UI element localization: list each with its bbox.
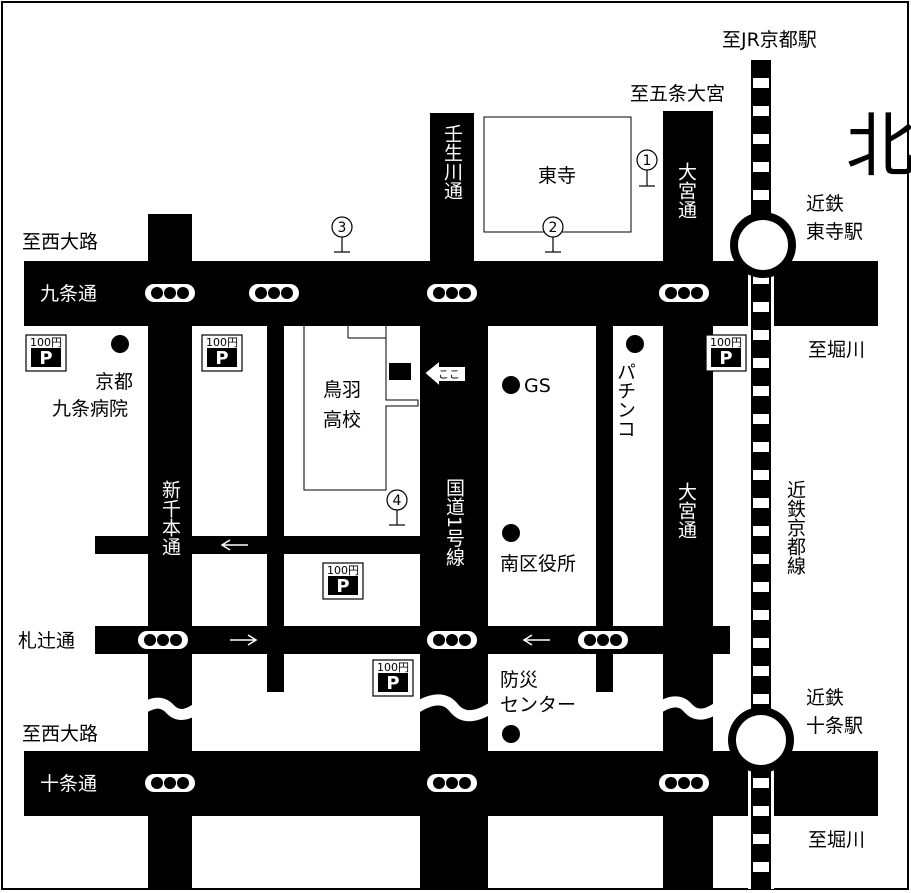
toba-high-label-1: 鳥羽 [323,379,361,401]
hospital-dot[interactable] [111,335,129,353]
svg-text:P: P [719,348,732,369]
bosai-center-dot[interactable] [502,725,520,743]
destination-marker[interactable] [389,363,411,380]
svg-text:P: P [386,673,399,694]
direction-nishioji-top: 至西大路 [22,231,98,253]
traffic-signal [424,628,480,652]
direction-gojo-omiya: 至五条大宮 [630,83,725,105]
traffic-signal [656,771,712,795]
station-jujo[interactable] [728,707,794,773]
gs-label: GS [524,375,551,397]
oneway-arrow-left-icon [220,539,248,551]
bosai-label-2: センター [500,694,576,716]
bus-stop-4[interactable]: 4 [386,489,408,526]
ward-office-dot[interactable] [502,524,520,542]
traffic-signal [656,281,712,305]
svg-text:100円: 100円 [710,336,742,349]
traffic-signal [246,281,302,305]
direction-horikawa-bottom: 至堀川 [808,829,865,851]
svg-text:P: P [336,576,349,597]
svg-text:100円: 100円 [377,661,409,674]
traffic-signal [575,628,631,652]
toba-high-school[interactable] [303,326,419,491]
side-road [95,536,420,554]
direction-horikawa-top: 至堀川 [808,339,865,361]
pachinko-label: パチンコ [614,362,636,438]
svg-text:100円: 100円 [30,336,62,349]
road-label-kujo: 九条通 [40,283,97,305]
oneway-arrow-down-icon [269,408,281,440]
parking-sign[interactable]: 100円 P [322,562,364,600]
traffic-signal [142,281,198,305]
break-mark-omiya [649,696,726,720]
traffic-signal [424,281,480,305]
road-label-mibugawa: 壬生川通 [441,124,463,200]
svg-text:P: P [215,348,228,369]
hospital-label-1: 京都 [95,371,133,393]
bus-stop-2[interactable]: 2 [542,216,564,253]
parking-sign[interactable]: 100円 P [201,334,243,372]
parking-sign[interactable]: 100円 P [705,334,747,372]
hospital-label-2: 九条病院 [52,398,128,420]
toji-label: 東寺 [538,165,576,187]
bus-stop-1[interactable]: 1 [636,149,658,187]
svg-text:100円: 100円 [327,564,359,577]
svg-text:100円: 100円 [206,336,238,349]
oneway-arrow-up-icon [679,442,691,470]
road-label-jujo: 十条通 [40,773,97,795]
traffic-signal [424,771,480,795]
svg-text:1: 1 [643,153,652,169]
bosai-label-1: 防災 [500,669,538,691]
road-label-kokudo1: 国道1号線 [443,478,465,566]
thin-road-east [596,326,613,692]
road-label-fudatsuji: 札辻通 [18,630,75,652]
bus-stop-3[interactable]: 3 [331,216,353,253]
break-mark-kokudo1 [406,694,504,722]
station2-label-2: 十条駅 [806,715,863,737]
here-label: ここ [438,368,460,381]
toba-high-label-2: 高校 [323,409,361,431]
oneway-arrow-down-icon [598,408,610,440]
north-symbol-icon: 北 [846,105,911,187]
ward-office-label: 南区役所 [500,553,576,575]
pachinko-dot[interactable] [626,335,644,353]
oneway-arrow-left-icon [522,634,550,646]
traffic-signal [135,628,191,652]
parking-sign[interactable]: 100円 P [25,334,67,372]
traffic-signal [142,771,198,795]
station-toji[interactable] [730,212,796,278]
road-label-omiya-top: 大宮通 [675,162,697,219]
here-arrow [422,357,467,390]
svg-text:2: 2 [549,220,558,236]
gs-dot[interactable] [502,376,520,394]
road-label-shinsenbon: 新千本通 [159,480,181,556]
station1-label-1: 近鉄 [806,193,844,215]
break-mark-shinsenbon [134,697,206,720]
direction-jr-kyoto: 至JR京都駅 [722,29,817,51]
station2-label-1: 近鉄 [806,687,844,709]
road-label-omiya-mid: 大宮通 [675,482,697,539]
parking-sign[interactable]: 100円 P [372,659,414,697]
direction-nishioji-bottom: 至西大路 [22,723,98,745]
station1-label-2: 東寺駅 [806,221,863,243]
railway-line-label: 近鉄京都線 [784,480,806,575]
svg-text:4: 4 [393,493,402,509]
svg-text:3: 3 [338,220,347,236]
svg-text:P: P [39,348,52,369]
thin-road-west [267,326,284,692]
toji-temple[interactable] [483,116,632,233]
oneway-arrow-right-icon [230,634,258,646]
